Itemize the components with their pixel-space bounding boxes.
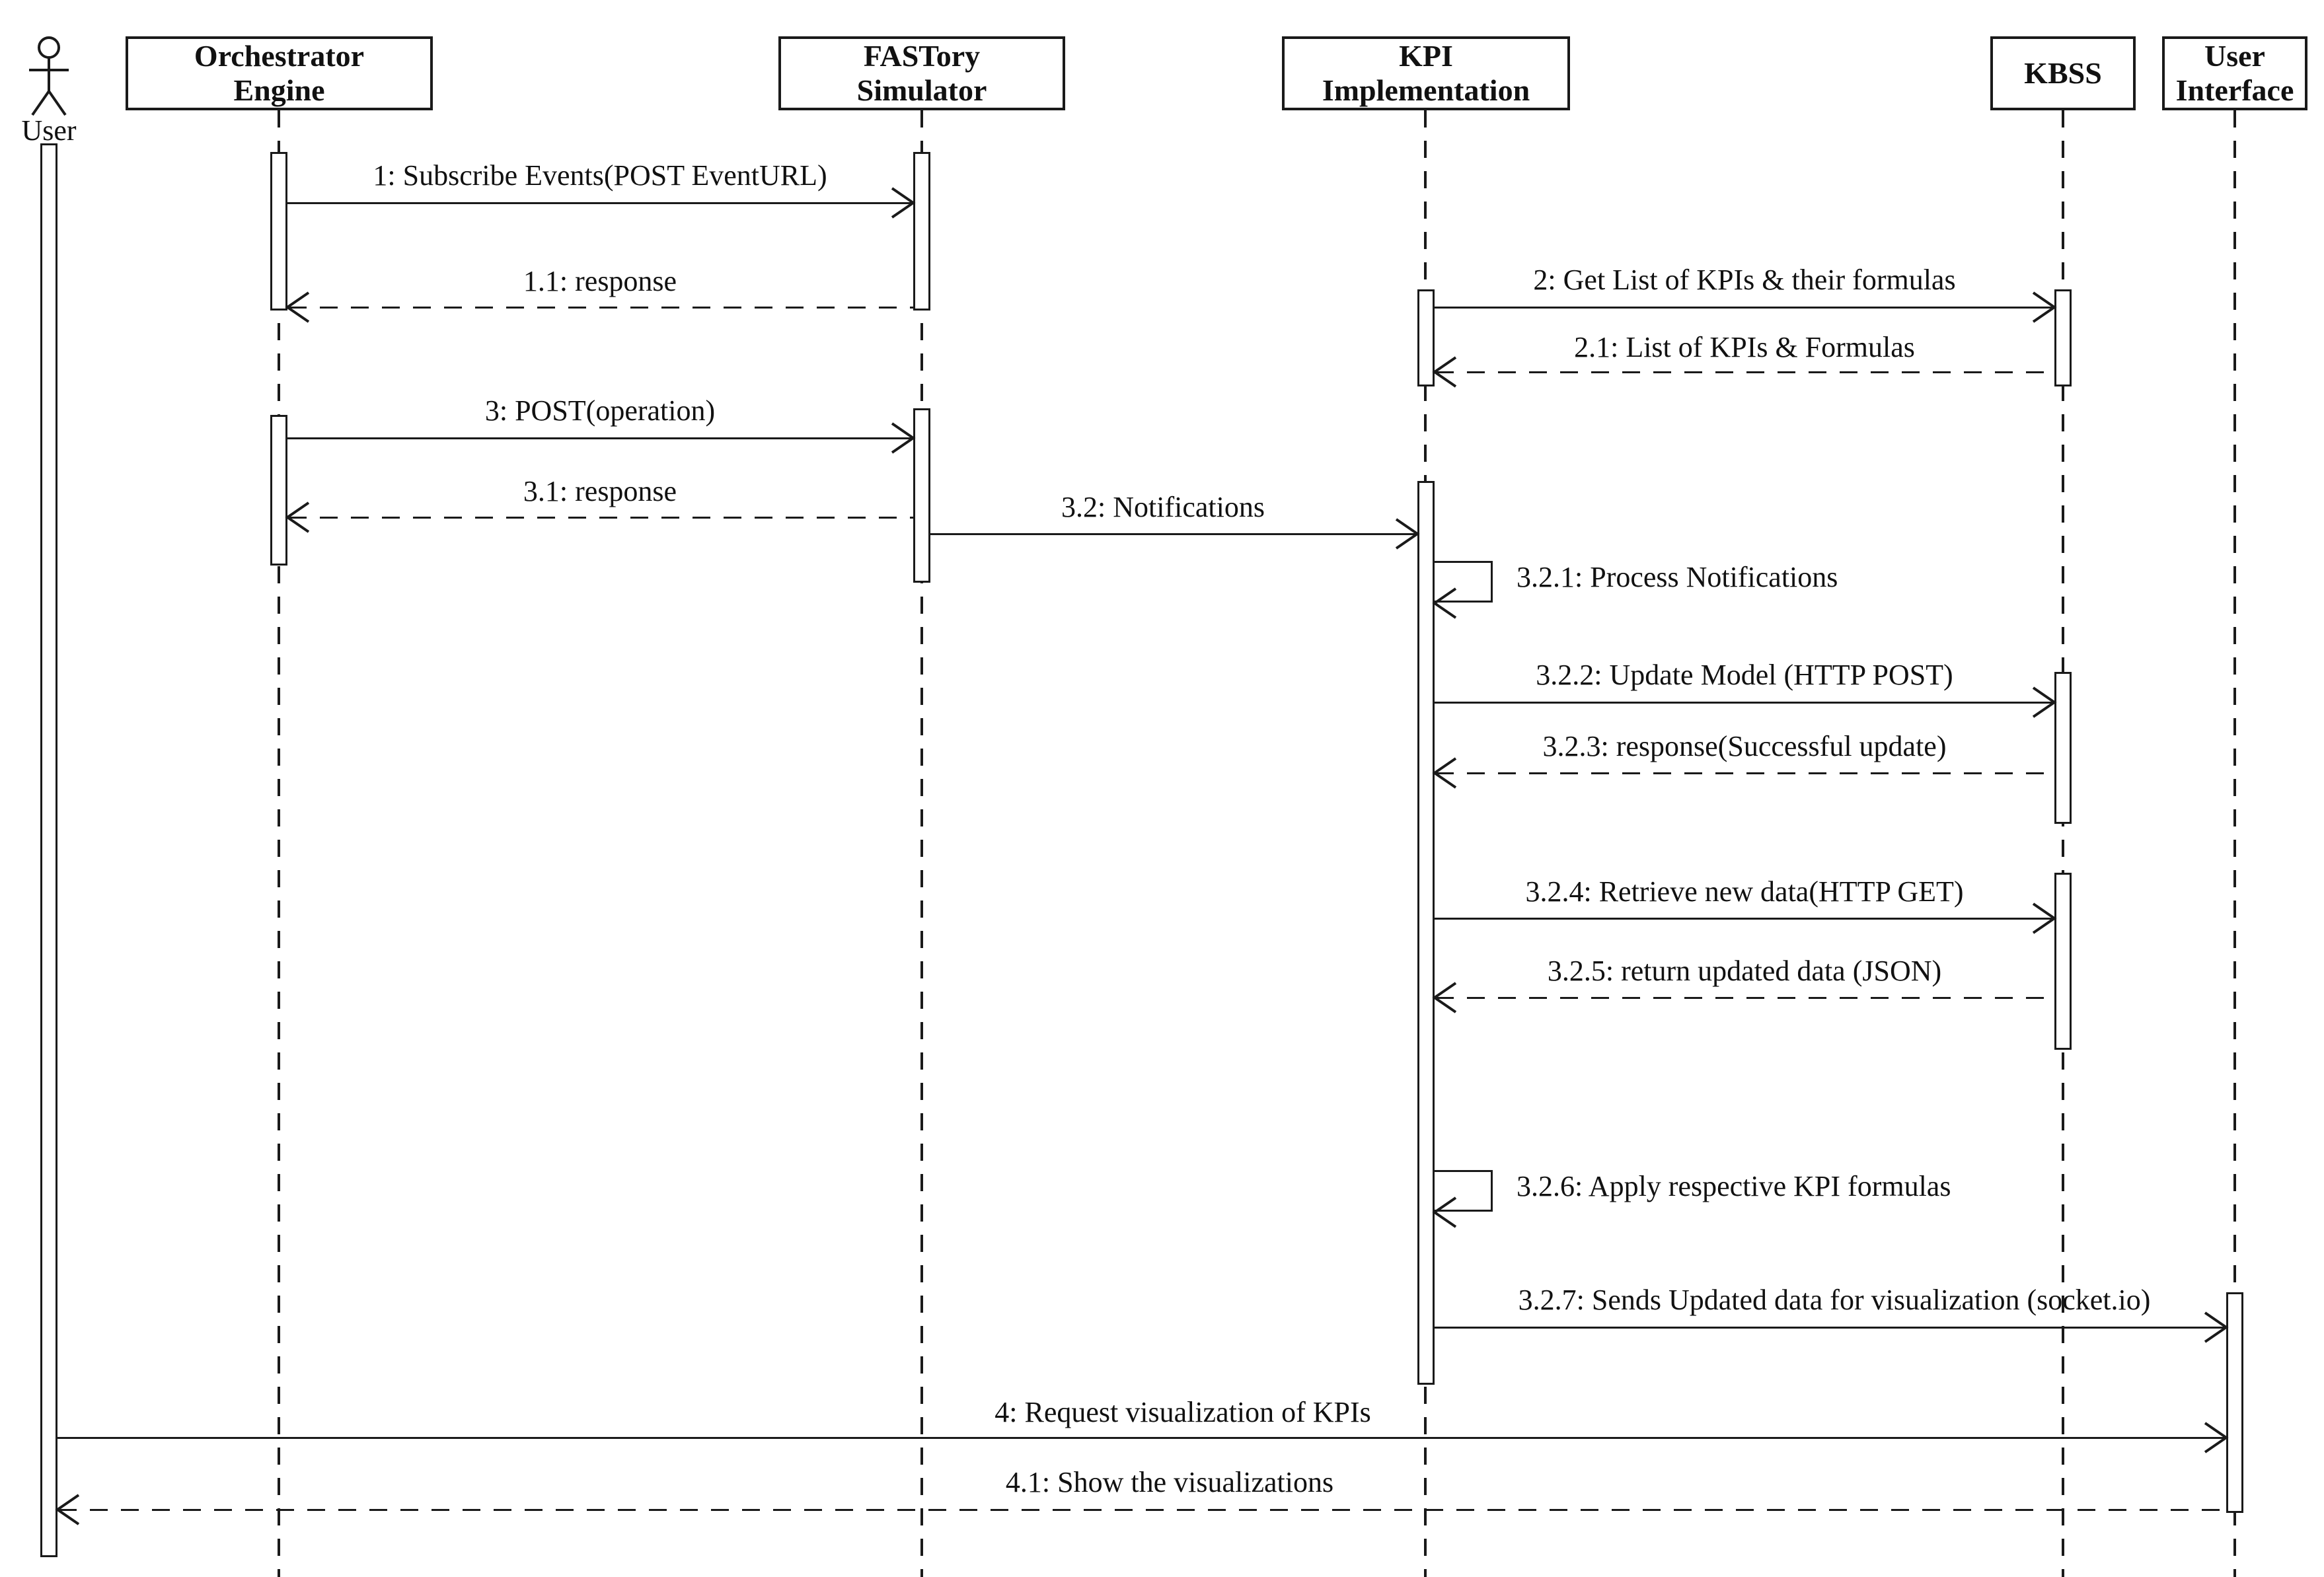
participant-kbss: KBSS [1990, 36, 2136, 110]
message-3.2.5-arrow [1436, 997, 2054, 999]
message-label: 3.2.3: response(Successful update) [1542, 730, 1947, 762]
message-3.2-arrow [930, 533, 1417, 535]
message-label: 3.2.4: Retrieve new data(HTTP GET) [1525, 875, 1964, 908]
message-3.2.4-arrow [1435, 918, 2054, 920]
participant-label: Orchestrator [194, 39, 365, 73]
participant-label: User [2204, 39, 2265, 73]
arrowhead-right [2032, 686, 2057, 718]
arrowhead-right [1395, 518, 1420, 550]
message-3.2.7-arrow [1435, 1327, 2226, 1329]
message-label: 2.1: List of KPIs & Formulas [1574, 331, 1915, 363]
participant-label: KBSS [2024, 56, 2102, 91]
message-3.2.3-arrow [1436, 772, 2054, 774]
activation-kpi-1 [1417, 289, 1435, 386]
participant-label: Engine [233, 73, 325, 107]
participant-kpi-implementation: KPI Implementation [1282, 36, 1570, 110]
message-2-arrow [1435, 307, 2054, 309]
message-3.2.6-self-loop [1435, 1170, 1493, 1212]
lifeline-kbss [2062, 110, 2064, 1577]
arrowhead-left [1432, 757, 1457, 789]
arrowhead-left [285, 501, 310, 533]
arrowhead-right [2204, 1311, 2229, 1343]
message-label: 4: Request visualization of KPIs [994, 1396, 1371, 1428]
arrowhead-left [1432, 587, 1457, 619]
activation-orchestrator-2 [270, 415, 287, 566]
participant-label: Implementation [1322, 73, 1530, 107]
message-4.1-arrow [59, 1509, 2226, 1511]
message-label: 3.2.1: Process Notifications [1517, 561, 1838, 593]
arrowhead-right [2032, 902, 2057, 934]
activation-user-interface [2226, 1292, 2243, 1513]
activation-user [40, 143, 57, 1557]
message-label: 3.2.2: Update Model (HTTP POST) [1536, 659, 1953, 691]
lifeline-orchestrator-engine [278, 110, 280, 1577]
message-label: 3.2.6: Apply respective KPI formulas [1517, 1170, 1951, 1202]
message-3-arrow [287, 437, 913, 439]
activation-kbss-3 [2054, 873, 2072, 1050]
activation-kbss-2 [2054, 672, 2072, 824]
arrowhead-left [1432, 356, 1457, 388]
actor-label: User [21, 114, 77, 147]
participant-label: Simulator [856, 73, 987, 107]
arrowhead-left [55, 1494, 80, 1525]
arrowhead-right [891, 187, 916, 219]
arrowhead-left [285, 291, 310, 323]
participant-fastory-simulator: FASTory Simulator [778, 36, 1065, 110]
arrowhead-right [2204, 1422, 2229, 1453]
message-label: 2: Get List of KPIs & their formulas [1533, 264, 1956, 296]
message-3.1-arrow [289, 517, 913, 519]
participant-label: KPI [1399, 39, 1453, 73]
activation-fastory-2 [913, 408, 930, 583]
participant-orchestrator-engine: Orchestrator Engine [126, 36, 433, 110]
participant-user-interface: User Interface [2162, 36, 2307, 110]
activation-fastory-1 [913, 152, 930, 311]
message-label: 1.1: response [523, 265, 677, 297]
lifeline-user-interface [2233, 110, 2236, 1577]
message-label: 1: Subscribe Events(POST EventURL) [373, 159, 827, 192]
message-1.1-arrow [289, 307, 913, 309]
message-1-arrow [287, 202, 913, 204]
message-label: 4.1: Show the visualizations [1005, 1466, 1334, 1498]
message-label: 3.2.5: return updated data (JSON) [1547, 955, 1942, 987]
message-2.1-arrow [1436, 371, 2054, 373]
message-4-arrow [57, 1437, 2226, 1439]
arrowhead-right [891, 422, 916, 454]
message-3.2.1-self-loop [1435, 561, 1493, 603]
message-label: 3.1: response [523, 475, 677, 507]
message-label: 3: POST(operation) [484, 394, 716, 427]
participant-label: Interface [2175, 73, 2294, 107]
user-actor-icon [29, 36, 69, 116]
arrowhead-left [1432, 982, 1457, 1013]
arrowhead-left [1432, 1196, 1457, 1228]
activation-orchestrator-1 [270, 152, 287, 311]
message-label: 3.2.7: Sends Updated data for visualizat… [1518, 1284, 2151, 1316]
lifeline-fastory-simulator [920, 110, 923, 1577]
arrowhead-right [2032, 291, 2057, 323]
participant-label: FASTory [863, 39, 981, 73]
activation-kbss-1 [2054, 289, 2072, 386]
activation-kpi-2 [1417, 481, 1435, 1385]
message-3.2.2-arrow [1435, 702, 2054, 704]
message-label: 3.2: Notifications [1061, 491, 1265, 523]
